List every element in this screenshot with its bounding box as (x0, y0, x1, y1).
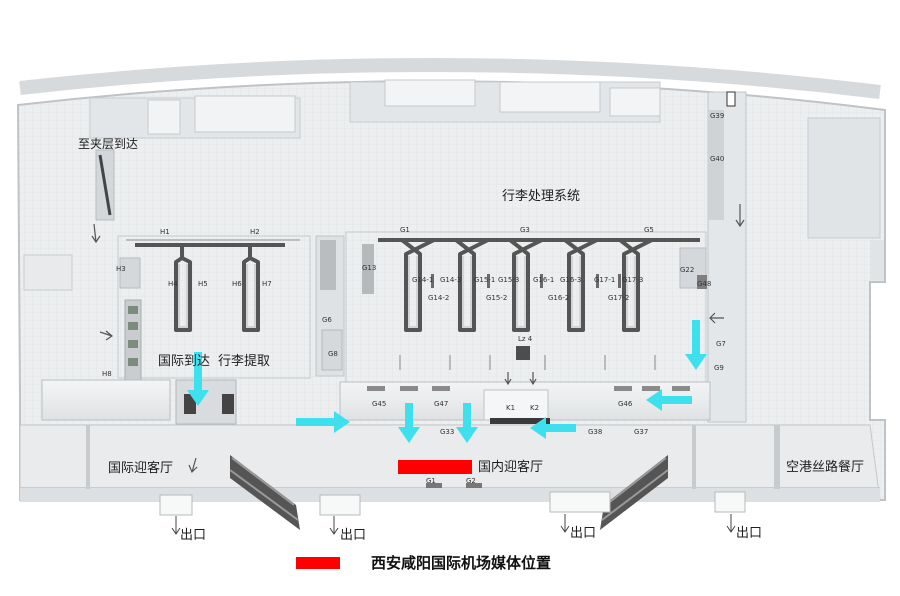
gate-label: G47 (434, 400, 449, 408)
gate-label: H3 (116, 265, 126, 273)
exit-doors (159, 491, 746, 516)
escalator-right (600, 455, 669, 530)
gate-label: G38 (588, 428, 603, 436)
gate-label: G40 (710, 155, 725, 163)
gate-label: G13 (362, 264, 377, 272)
exit-label: 出口 (570, 526, 597, 541)
domestic-carousels (378, 238, 700, 332)
gate-label: G6 (322, 316, 332, 324)
gate-label: H5 (198, 280, 208, 288)
gate-label: H8 (102, 370, 112, 378)
gate-label: G9 (714, 364, 724, 372)
gate-label: H6 (232, 280, 242, 288)
media-position-marker (398, 460, 472, 474)
label-mezzanine: 至夹层到达 (78, 137, 139, 151)
gate-label: G37 (634, 428, 649, 436)
exit-label: 出口 (340, 528, 367, 543)
gate-label: G17-3 (622, 276, 644, 284)
gate-label: K1 (506, 404, 516, 412)
gate-label: G7 (716, 340, 726, 348)
gate-label: G1 (400, 226, 410, 234)
intl-glass-barrier (41, 379, 171, 421)
legend-swatch (296, 557, 340, 569)
gate-label: G8 (328, 350, 338, 358)
legend-label: 西安咸阳国际机场媒体位置 (371, 554, 552, 572)
lz4-pillar (516, 346, 530, 360)
gate-label: G16-1 (533, 276, 555, 284)
left-arrow-icon (530, 417, 576, 439)
gate-label: G1 (426, 477, 436, 485)
lz4-label: Lz 4 (518, 335, 533, 343)
gate-label: G39 (710, 112, 725, 120)
gate-label: G15-1 (474, 276, 496, 284)
gate-label: G48 (697, 280, 712, 288)
gate-label: G3 (520, 226, 530, 234)
label-intl-hall: 国际迎客厅 (108, 461, 174, 476)
gate-label: G15-2 (486, 294, 508, 302)
gate-label: G14-2 (428, 294, 450, 302)
carousel-h1 (135, 243, 285, 332)
gate-label: K2 (530, 404, 540, 412)
gate-label: H7 (262, 280, 272, 288)
gate-label: G15-3 (498, 276, 520, 284)
label-baggage-claim: 行李提取 (218, 354, 271, 369)
gate-label: G16-3 (560, 276, 582, 284)
gate-label: G17-1 (594, 276, 616, 284)
gate-label: G16-2 (548, 294, 570, 302)
gate-label: G45 (372, 400, 387, 408)
label-restaurant: 空港丝路餐厅 (786, 460, 865, 475)
label-domestic-hall: 国内迎客厅 (478, 460, 544, 475)
gate-label: H4 (168, 280, 178, 288)
down-arrow-icon (398, 403, 420, 443)
gate-label: G46 (618, 400, 633, 408)
exit-label: 出口 (736, 526, 763, 541)
label-intl-arrival: 国际到达 (158, 354, 211, 369)
gate-label: H2 (250, 228, 260, 236)
gate-label: G17-2 (608, 294, 630, 302)
label-baggage-system: 行李处理系统 (502, 189, 581, 204)
gate-label: G14-1 (412, 276, 434, 284)
intl-baggage-area (117, 235, 311, 379)
gate-label: G33 (440, 428, 455, 436)
roof-edge (19, 57, 881, 99)
gate-label: G2 (466, 477, 476, 485)
arrow-icons (187, 320, 707, 443)
gate-label: H1 (160, 228, 170, 236)
right-arrow-icon (296, 411, 350, 433)
gate-label: G5 (644, 226, 654, 234)
gate-label: G14-3 (440, 276, 462, 284)
gate-label: G22 (680, 266, 695, 274)
left-arrow-icon (646, 389, 692, 411)
escalator-left (229, 455, 300, 530)
exit-label: 出口 (180, 528, 207, 543)
down-arrow-icon (187, 352, 209, 406)
down-arrow-icon (456, 403, 478, 443)
down-arrow-icon (685, 320, 707, 370)
